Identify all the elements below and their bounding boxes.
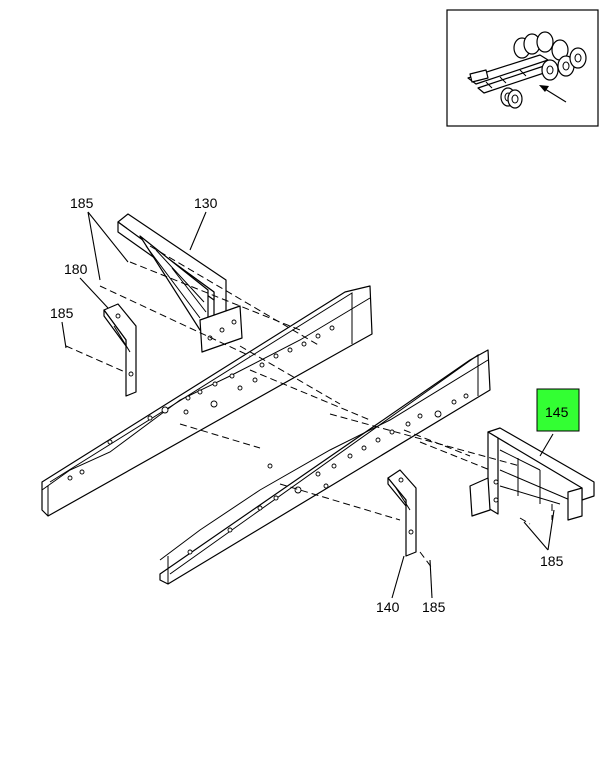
callout-130: 130: [194, 195, 218, 211]
right-frame-rail: [159, 349, 491, 585]
callout-185-right: 185: [540, 553, 564, 569]
callout-labels: 185 130 180 185 145 185 140 185: [50, 195, 580, 615]
callout-185-left: 185: [50, 305, 74, 321]
highlight-box-145: [536, 388, 580, 432]
left-frame-rail: [41, 285, 373, 517]
locator-inset: [446, 9, 599, 127]
callout-180: 180: [64, 261, 88, 277]
right-rail-holes: [187, 393, 469, 555]
callout-185-top: 185: [70, 195, 94, 211]
leader-lines: [61, 211, 555, 599]
callout-185-bottom: 185: [422, 599, 446, 615]
left-rail-holes: [67, 325, 335, 481]
callout-145: 145: [545, 404, 569, 420]
bracket-140: [387, 469, 417, 557]
assembly-centerlines: [65, 245, 553, 569]
bracket-180: [103, 303, 137, 397]
truck-chassis-locator-icon: [467, 31, 587, 109]
bracket-130: [117, 213, 243, 353]
callout-140: 140: [376, 599, 400, 615]
bracket-145: [469, 427, 595, 521]
